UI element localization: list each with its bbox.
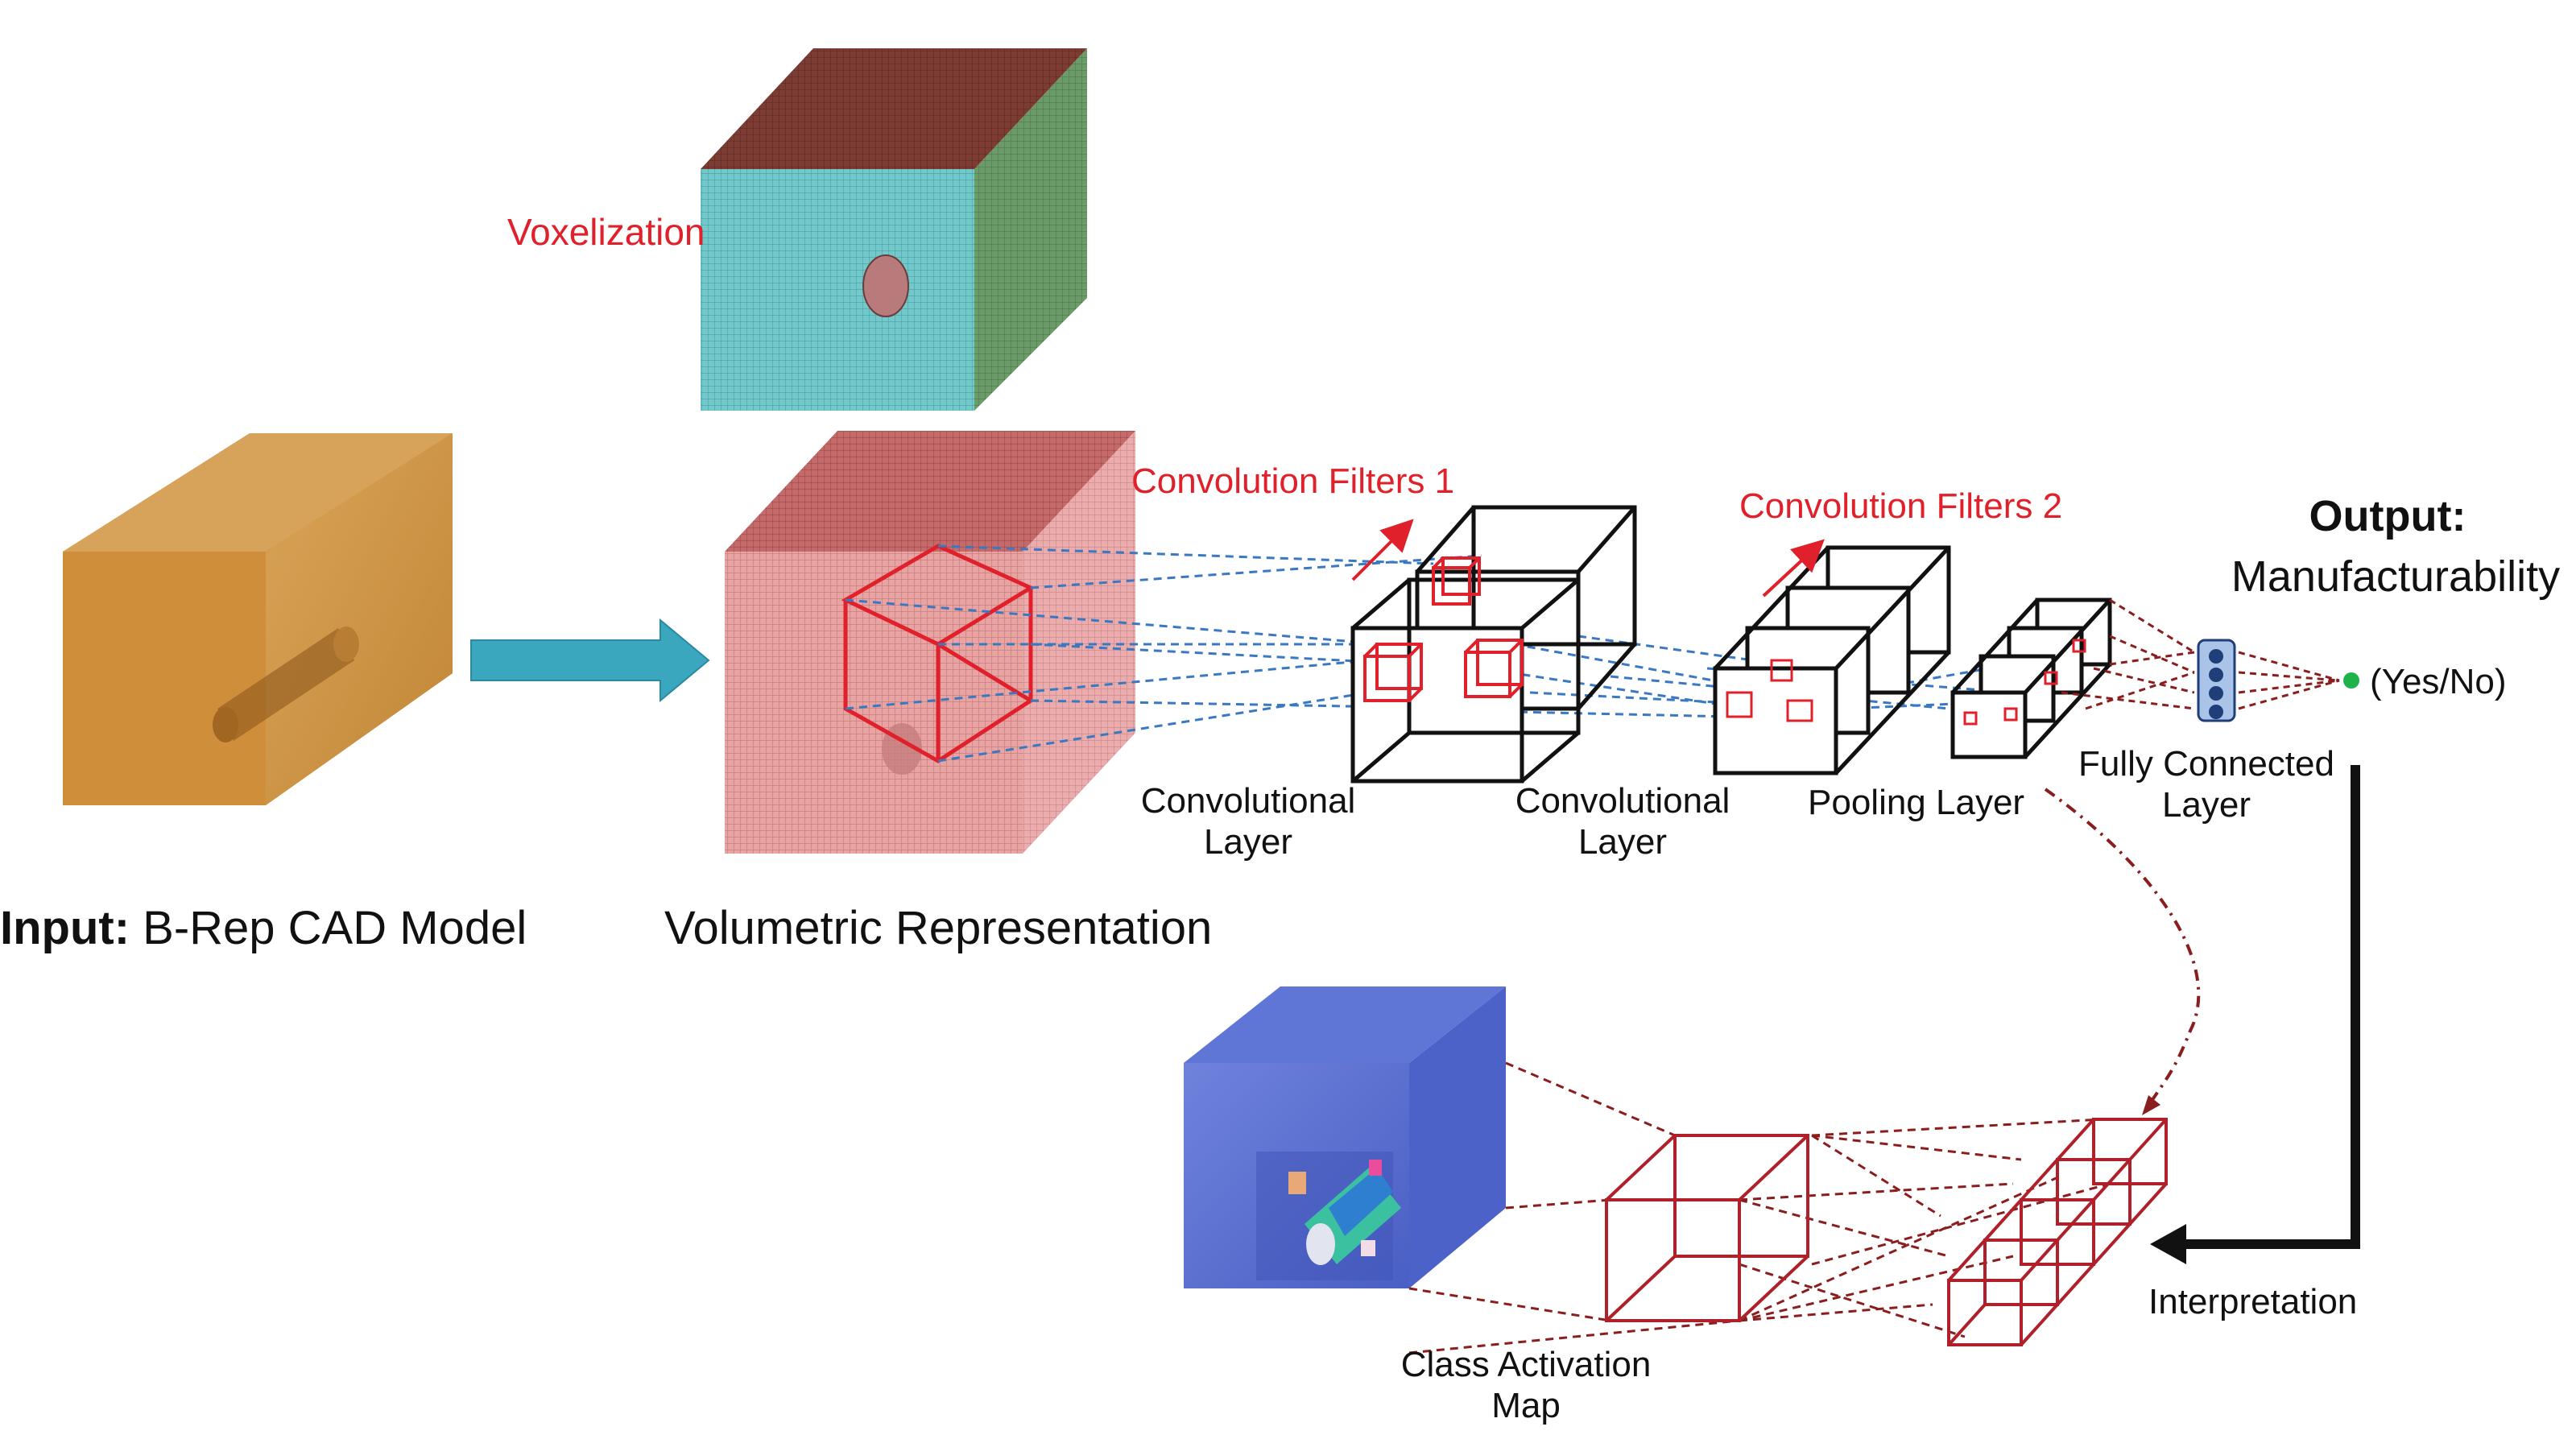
interpretation-arrowhead: [2150, 1224, 2186, 1264]
output-title: Output:: [2309, 491, 2466, 541]
input-label: Input: B-Rep CAD Model: [0, 902, 527, 956]
class-activation-map-cube: [1184, 986, 1506, 1288]
cad-hole-cylinder: [213, 627, 359, 742]
conv-layer-1-label: Convolutional Layer: [1140, 781, 1356, 862]
conv-layer-1-filters: [1363, 556, 1524, 702]
filter-2-arrow: [1762, 539, 1825, 598]
interpretation-arrow: [2182, 765, 2360, 1249]
output-label-text: Manufacturability: [2231, 552, 2561, 601]
fully-connected-nodes: [2197, 639, 2236, 722]
pooling-to-cam-curve: [2044, 788, 2201, 1105]
pooling-layer-filters: [1963, 639, 2086, 726]
filter-1-arrow: [1351, 519, 1414, 581]
fully-connected-label: Fully Connected Layer: [2078, 744, 2334, 825]
input-label-bold: Input:: [0, 902, 130, 954]
cam-layer-cube: [1605, 1134, 1809, 1322]
interpretation-label: Interpretation: [2148, 1282, 2358, 1321]
conv-filters-1-label: Convolution Filters 1: [1131, 461, 1455, 501]
output-label-bold: Output:: [2309, 492, 2466, 540]
conv-layer-1-cubes: [1350, 505, 1637, 784]
cad-model-cube: [63, 433, 453, 805]
input-label-text: B-Rep CAD Model: [143, 902, 527, 954]
voxelized-cube-top: [701, 48, 1087, 411]
conv-filters-2-label: Convolution Filters 2: [1739, 486, 2063, 526]
cam-heat-cylinder: [1288, 1160, 1401, 1265]
volumetric-cube: [725, 431, 1135, 854]
class-activation-label: Class Activation Map: [1400, 1345, 1652, 1425]
pooling-layer-label: Pooling Layer: [1808, 783, 2025, 822]
conv-layer-2-filters: [1726, 659, 1813, 722]
yes-no-label: (Yes/No): [2370, 662, 2507, 701]
conv-layer-2-label: Convolutional Layer: [1515, 781, 1730, 862]
cam-stacked-cubes: [1947, 1118, 2168, 1346]
input-arrow: [470, 618, 710, 703]
pooling-to-fc-lines: [2061, 598, 2340, 710]
volumetric-label: Volumetric Representation: [664, 902, 1213, 954]
voxelization-label: Voxelization: [507, 211, 705, 253]
cam-projection-lines: [1408, 1061, 2111, 1354]
conv-layer-2-cubes: [1713, 545, 1951, 775]
pooling-layer-cubes: [1950, 598, 2112, 759]
output-node: [2343, 672, 2359, 689]
voxel-hole: [862, 254, 909, 317]
